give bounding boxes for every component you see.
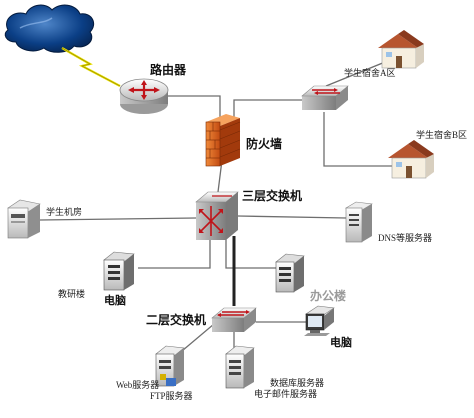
house-a-icon — [378, 30, 424, 69]
link-dorm-switch-house-a — [325, 59, 391, 87]
link-dorm-switch-house-b — [323, 112, 392, 167]
dns-server-icon — [345, 201, 373, 243]
office-label: 办公楼 — [310, 288, 346, 303]
router-icon — [119, 78, 169, 114]
firewall-label: 防火墙 — [246, 136, 282, 151]
router-label: 路由器 — [150, 62, 187, 77]
link-l3-pc-left — [138, 238, 211, 269]
dorm-a-label: 学生宿舍A区 — [344, 67, 396, 78]
lightning-bolt-icon — [61, 47, 121, 87]
link-router-firewall — [166, 95, 221, 120]
layer2-switch-icon — [211, 307, 257, 332]
l3-switch-label: 三层交换机 — [242, 188, 302, 203]
teaching-building-server-icon — [275, 253, 305, 293]
dns-server-label: DNS等服务器 — [378, 232, 432, 243]
pc-left-label: 电脑 — [104, 293, 126, 307]
l2-switch-label: 二层交换机 — [146, 312, 206, 327]
internet-cloud-icon — [4, 4, 95, 53]
ftp-server-label: FTP服务器 — [150, 390, 193, 401]
student-lab-computer-icon — [7, 199, 41, 239]
house-b-icon — [388, 140, 434, 179]
student-lab-label: 学生机房 — [46, 206, 82, 217]
db-server-label: 数据库服务器 — [270, 377, 324, 388]
link-firewall-dorm-switch — [233, 99, 302, 120]
labels: 路由器 防火墙 三层交换机 二层交换机 学生宿舍A区 学生宿舍B区 学生机房 D… — [46, 62, 467, 401]
web-ftp-server-icon — [155, 345, 185, 387]
mail-server-label: 电子邮件服务器 — [254, 388, 317, 399]
office-monitor-icon — [304, 305, 335, 336]
connection-lines — [39, 59, 392, 357]
teaching-building-label: 教研楼 — [58, 288, 85, 299]
link-l3-teaching — [225, 238, 280, 269]
firewall-icon — [205, 114, 241, 167]
dorm-switch-icon — [301, 85, 349, 110]
link-l3-dns — [237, 215, 347, 219]
db-mail-server-icon — [225, 345, 255, 389]
layer3-switch-icon — [195, 191, 239, 240]
pc-left-tower-icon — [103, 251, 135, 291]
pc-right-label: 电脑 — [330, 335, 352, 349]
dorm-b-label: 学生宿舍B区 — [416, 129, 467, 140]
web-server-label: Web服务器 — [116, 379, 159, 390]
link-l3-student-lab — [39, 217, 197, 221]
